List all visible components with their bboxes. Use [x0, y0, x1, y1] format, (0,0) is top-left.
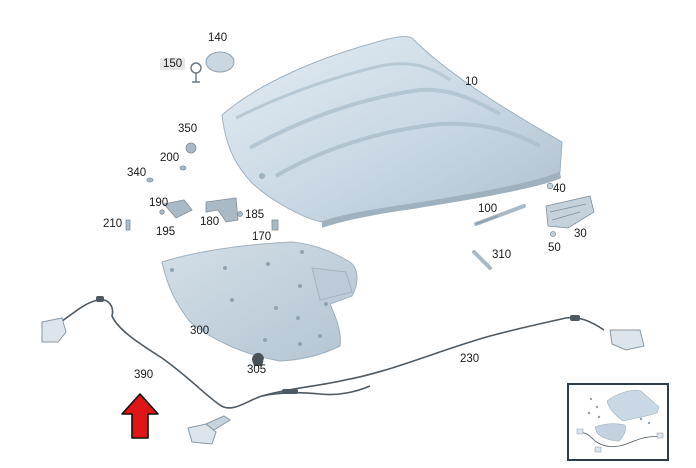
label-195[interactable]: 195	[156, 226, 176, 238]
gas-strut	[474, 204, 526, 226]
hood-panel	[221, 36, 563, 228]
label-185[interactable]: 185	[245, 209, 265, 221]
label-180[interactable]: 180	[200, 216, 220, 228]
label-305[interactable]: 305	[247, 364, 267, 376]
clip-305	[252, 352, 264, 366]
up-arrow-icon	[121, 393, 159, 439]
hood-lock-right	[609, 329, 645, 351]
label-10[interactable]: 10	[465, 76, 478, 88]
label-350[interactable]: 350	[178, 123, 198, 135]
label-30[interactable]: 30	[574, 228, 587, 240]
label-200[interactable]: 200	[160, 152, 180, 164]
label-390[interactable]: 390	[134, 369, 154, 381]
small-parts	[125, 142, 279, 231]
label-210[interactable]: 210	[103, 218, 123, 230]
emblem-badge	[190, 51, 235, 83]
hood-overview-thumbnail	[576, 390, 664, 453]
label-310[interactable]: 310	[492, 249, 512, 261]
label-140[interactable]: 140	[208, 32, 228, 44]
label-100[interactable]: 100	[478, 203, 498, 215]
label-150[interactable]: 150	[160, 58, 186, 70]
label-170[interactable]: 170	[252, 231, 272, 243]
support-rod	[472, 250, 492, 270]
hood-insulation-pad	[161, 241, 358, 362]
hood-release-cable	[47, 298, 605, 409]
cable-ends	[96, 296, 580, 394]
label-340[interactable]: 340	[127, 167, 147, 179]
label-300[interactable]: 300	[190, 325, 210, 337]
release-handle-left	[41, 317, 67, 343]
release-lever-bottom	[187, 415, 231, 445]
label-230[interactable]: 230	[460, 353, 480, 365]
overview-inset[interactable]	[567, 383, 669, 461]
label-40[interactable]: 40	[553, 183, 566, 195]
label-50[interactable]: 50	[548, 242, 561, 254]
label-190[interactable]: 190	[149, 197, 169, 209]
hood-hinge	[545, 182, 595, 237]
